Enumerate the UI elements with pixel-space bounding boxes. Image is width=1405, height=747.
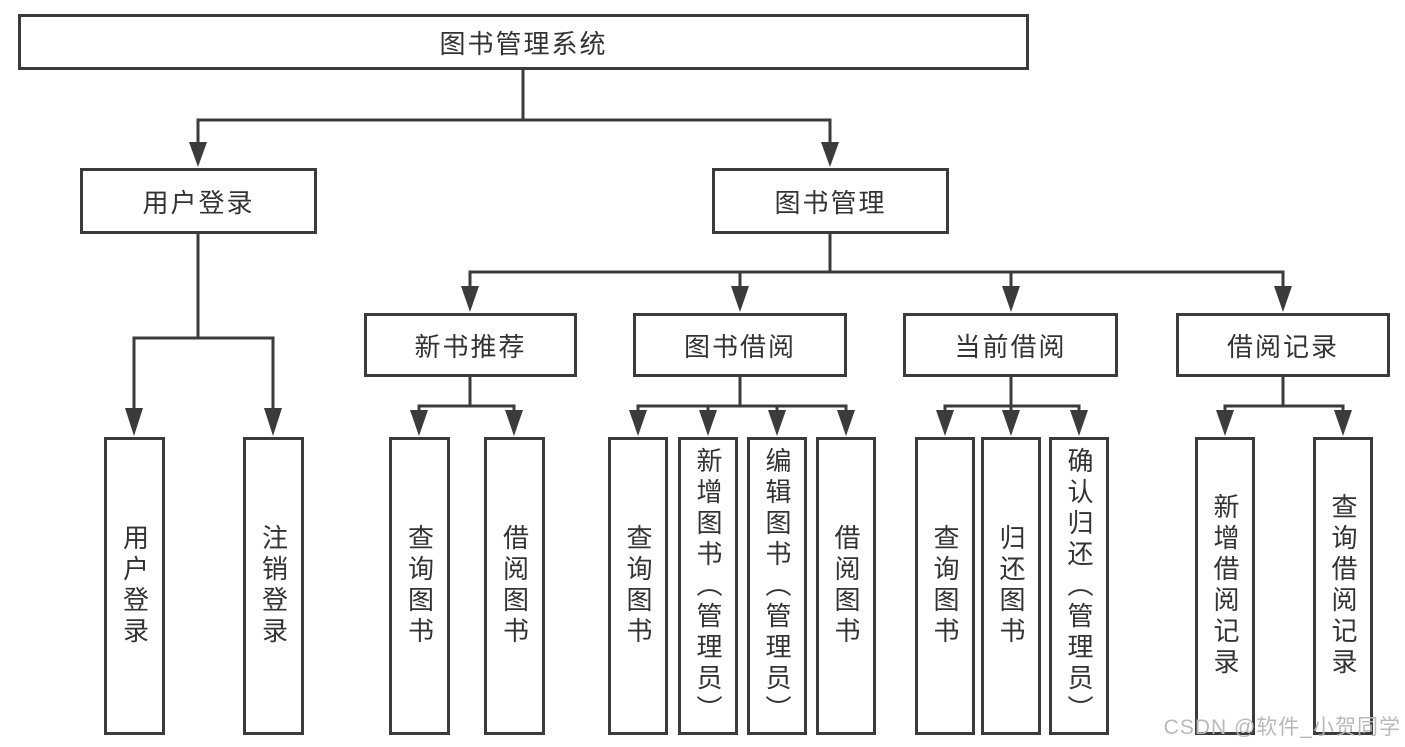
leaf-query-borrow-record: 查询借阅记录: [1313, 437, 1373, 735]
node-label: 注销登录: [258, 524, 289, 648]
node-label: 归还图书: [996, 524, 1026, 648]
node-label: 图书借阅: [683, 331, 796, 362]
node-label: 图书管理系统: [439, 28, 608, 59]
node-label: 新增借阅记录: [1210, 493, 1240, 679]
node-borrow-record: 借阅记录: [1176, 313, 1390, 377]
node-label: 新书推荐: [414, 331, 527, 362]
node-label: 查询图书: [623, 524, 653, 648]
node-root: 图书管理系统: [18, 14, 1029, 70]
leaf-query-book-1: 查询图书: [389, 437, 450, 735]
leaf-borrow-book-2: 借阅图书: [816, 437, 876, 735]
leaf-borrow-book-1: 借阅图书: [484, 437, 545, 735]
node-label: 查询图书: [404, 524, 435, 648]
node-new-book-recommend: 新书推荐: [364, 313, 577, 377]
node-label: 图书管理: [774, 187, 887, 218]
node-label: 借阅记录: [1226, 331, 1339, 362]
leaf-edit-book-admin: 编辑图书（管理员）: [747, 437, 807, 735]
node-label: 新增图书（管理员）: [693, 446, 723, 726]
node-label: 用户登录: [119, 524, 150, 648]
node-label: 当前借阅: [954, 331, 1067, 362]
leaf-confirm-return-admin: 确认归还（管理员）: [1049, 437, 1109, 735]
leaf-query-book-3: 查询图书: [915, 437, 975, 735]
node-label: 用户登录: [142, 187, 255, 218]
leaf-logout: 注销登录: [243, 437, 304, 735]
node-book-management: 图书管理: [712, 168, 949, 234]
leaf-query-book-2: 查询图书: [608, 437, 668, 735]
node-label: 借阅图书: [499, 524, 530, 648]
watermark: CSDN @软件_小贺同学: [1163, 716, 1401, 739]
leaf-user-login: 用户登录: [104, 437, 165, 735]
node-label: 借阅图书: [831, 524, 861, 648]
node-book-borrow: 图书借阅: [633, 313, 847, 377]
node-label: 查询图书: [930, 524, 960, 648]
leaf-add-borrow-record: 新增借阅记录: [1195, 437, 1255, 735]
node-current-borrow: 当前借阅: [903, 313, 1118, 377]
leaf-add-book-admin: 新增图书（管理员）: [678, 437, 738, 735]
node-label: 查询借阅记录: [1328, 493, 1358, 679]
node-user-login: 用户登录: [80, 168, 317, 234]
leaf-return-book: 归还图书: [981, 437, 1041, 735]
node-label: 编辑图书（管理员）: [762, 446, 792, 726]
node-label: 确认归还（管理员）: [1064, 446, 1094, 726]
